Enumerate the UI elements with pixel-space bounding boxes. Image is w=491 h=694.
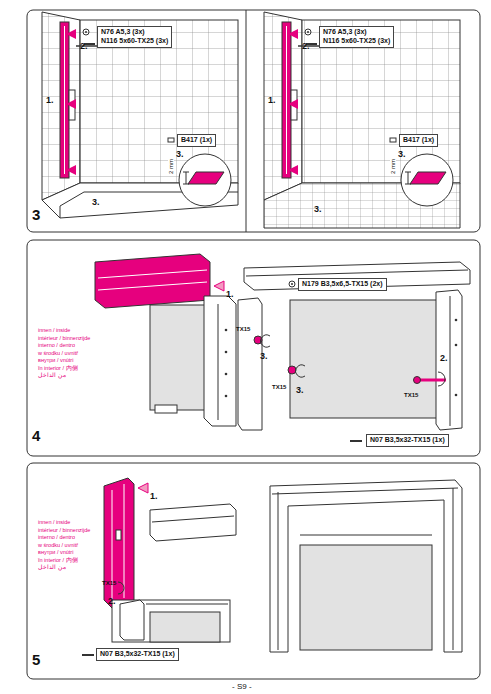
part-label-box: N07 B3,5x32-TX15 (1x): [366, 434, 449, 447]
side-note: innen / inside: [38, 328, 70, 334]
part-code: N76 A5,3 (3x): [323, 28, 390, 37]
part-code: N07 B3,5x32-TX15 (1x): [370, 436, 445, 445]
step-number: 4: [32, 428, 40, 443]
callout-number: 3.: [92, 198, 100, 207]
part-code: N116 5x60-TX25 (3x): [323, 37, 390, 46]
part-label-box: N76 A5,3 (3x)N116 5x60-TX25 (3x): [97, 26, 172, 48]
step-frame: [27, 240, 480, 456]
side-note: interno / dentro: [38, 535, 75, 541]
side-note: w środku / uvnitř: [38, 351, 78, 357]
side-note: внутри / vnútri: [38, 550, 73, 556]
callout-number: 1.: [150, 492, 158, 501]
callout-number: 3.: [314, 205, 322, 214]
callout-number: 1.: [226, 290, 234, 299]
side-note: intérieur / binnenzijde: [38, 336, 90, 342]
side-note: în interior / 内侧: [38, 366, 78, 372]
callout-number: 3.: [398, 150, 406, 159]
side-note: من الداخل: [38, 565, 66, 571]
part-code: N116 5x60-TX25 (3x): [101, 37, 168, 46]
callout-number: 1.: [268, 96, 276, 105]
shower-corner: [42, 12, 238, 218]
part-label-box: N07 B3,5x32-TX15 (1x): [96, 648, 179, 661]
step-number: 5: [32, 652, 40, 667]
callout-number: 1.: [46, 96, 54, 105]
part-code: B417 (1x): [403, 136, 434, 145]
callout-number: 2.: [302, 42, 310, 51]
page-number: - S9 -: [232, 683, 252, 691]
callout-number: 3.: [296, 386, 304, 395]
part-label-box: N76 A5,3 (3x)N116 5x60-TX25 (3x): [319, 26, 394, 48]
dimension: 2 mm: [390, 159, 396, 174]
side-note: внутри / vnútri: [38, 358, 73, 364]
part-code: N76 A5,3 (3x): [101, 28, 168, 37]
side-note: w środku / uvnitř: [38, 543, 78, 549]
part-code: B417 (1x): [181, 136, 212, 145]
step-frame: [27, 10, 480, 232]
door-assembly: [95, 254, 470, 441]
tool-size: TX15: [404, 392, 418, 398]
side-note: innen / inside: [38, 520, 70, 526]
tool-size: TX15: [102, 580, 116, 586]
step-frame: [27, 463, 480, 679]
callout-number: 2.: [80, 42, 88, 51]
side-note: interno / dentro: [38, 343, 75, 349]
door-assembly: [82, 478, 462, 655]
callout-number: 3.: [260, 352, 268, 361]
part-code: N179 B3,5x6,5-TX15 (2x): [302, 280, 383, 289]
side-note: în interior / 内侧: [38, 558, 78, 564]
shower-corner: [264, 12, 460, 228]
callout-number: 2.: [440, 354, 448, 363]
part-label-box: N179 B3,5x6,5-TX15 (2x): [298, 278, 387, 291]
side-note: من الداخل: [38, 373, 66, 379]
tool-size: TX15: [272, 384, 286, 390]
side-note: intérieur / binnenzijde: [38, 528, 90, 534]
part-code: N07 B3,5x32-TX15 (1x): [100, 650, 175, 659]
dimension: 2 mm: [168, 159, 174, 174]
part-label-box: B417 (1x): [399, 134, 438, 147]
tool-size: TX15: [236, 326, 250, 332]
callout-number: 2.: [108, 597, 116, 606]
step-number: 3: [32, 207, 40, 222]
part-label-box: B417 (1x): [177, 134, 216, 147]
callout-number: 3.: [176, 150, 184, 159]
frame-divider: [246, 10, 247, 232]
